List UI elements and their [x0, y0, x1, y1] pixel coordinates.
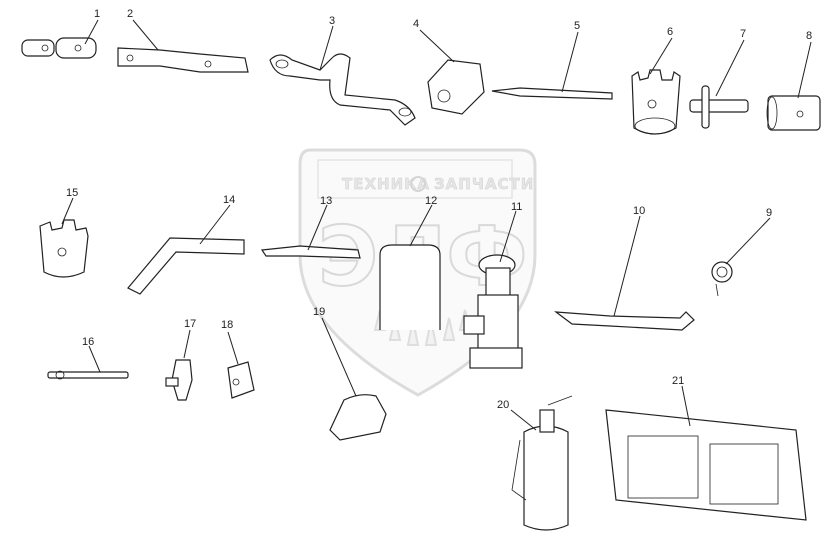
callout-1: 1 [84, 8, 100, 45]
callout-18: 18 [221, 319, 239, 365]
callout-label-17: 17 [184, 318, 196, 330]
callout-5: 5 [561, 20, 580, 93]
callout-8: 8 [797, 30, 812, 99]
callout-11: 11 [499, 201, 522, 263]
callout-label-16: 16 [82, 336, 94, 348]
callout-7: 7 [715, 28, 746, 97]
callout-3: 3 [319, 15, 335, 71]
callout-21: 21 [672, 375, 691, 427]
part-18-bracket [227, 361, 255, 399]
callout-label-1: 1 [94, 8, 100, 20]
part-10-pry-bar [554, 311, 695, 331]
part-1-socket-wrench [21, 37, 97, 59]
callout-label-19: 19 [313, 306, 325, 318]
part-7-t-handle [689, 85, 749, 129]
part-12-u-bolt [379, 244, 441, 330]
watermark-text-left: ТЕХНИКА [342, 175, 430, 193]
callout-label-21: 21 [672, 375, 684, 387]
callout-label-11: 11 [511, 201, 522, 213]
callout-label-2: 2 [127, 8, 133, 20]
callout-label-20: 20 [497, 399, 509, 411]
part-9-nut [711, 261, 733, 297]
callout-label-14: 14 [223, 194, 235, 206]
callout-label-15: 15 [66, 187, 78, 199]
part-3-cranked-wrench [269, 53, 416, 126]
part-5-rod [491, 87, 613, 100]
callout-label-13: 13 [320, 195, 332, 207]
callout-6: 6 [649, 26, 673, 75]
part-19-wheel-chock [329, 394, 387, 441]
part-14-bent-lever [127, 237, 245, 295]
part-17-fitting [165, 359, 193, 401]
callout-label-9: 9 [766, 207, 772, 219]
part-6-castle-socket [631, 69, 681, 135]
part-4-hex-socket [427, 59, 485, 115]
part-16-tire-gauge [47, 370, 129, 380]
callout-label-7: 7 [740, 28, 746, 40]
callout-label-5: 5 [574, 20, 580, 32]
callout-label-12: 12 [425, 195, 437, 207]
part-13-tire-lever [260, 245, 361, 259]
callout-17: 17 [183, 318, 196, 359]
callout-2: 2 [127, 8, 159, 51]
callout-4: 4 [413, 18, 455, 63]
callout-label-3: 3 [329, 15, 335, 27]
callout-13: 13 [307, 195, 332, 251]
callout-label-4: 4 [413, 18, 419, 30]
callout-10: 10 [613, 205, 645, 317]
part-2-flat-wrench [117, 47, 249, 73]
callout-label-18: 18 [221, 319, 233, 331]
part-11-bottle-jack [463, 254, 523, 369]
callout-label-6: 6 [667, 26, 673, 38]
callout-12: 12 [409, 195, 437, 247]
watermark-gear-icon [410, 176, 426, 192]
part-21-panel-frame [605, 409, 807, 521]
callout-15: 15 [61, 187, 78, 225]
callout-20: 20 [497, 399, 537, 431]
watermark-text-right: ЗАПЧАСТИ [434, 175, 534, 193]
callout-9: 9 [725, 207, 772, 265]
callout-label-10: 10 [633, 205, 645, 217]
callout-16: 16 [82, 336, 101, 373]
part-20-fire-extinguisher [511, 395, 573, 531]
callout-label-8: 8 [806, 30, 812, 42]
part-8-sleeve [766, 95, 821, 131]
callout-14: 14 [199, 194, 235, 245]
part-15-castle-socket [39, 219, 89, 278]
callout-19: 19 [313, 306, 357, 397]
